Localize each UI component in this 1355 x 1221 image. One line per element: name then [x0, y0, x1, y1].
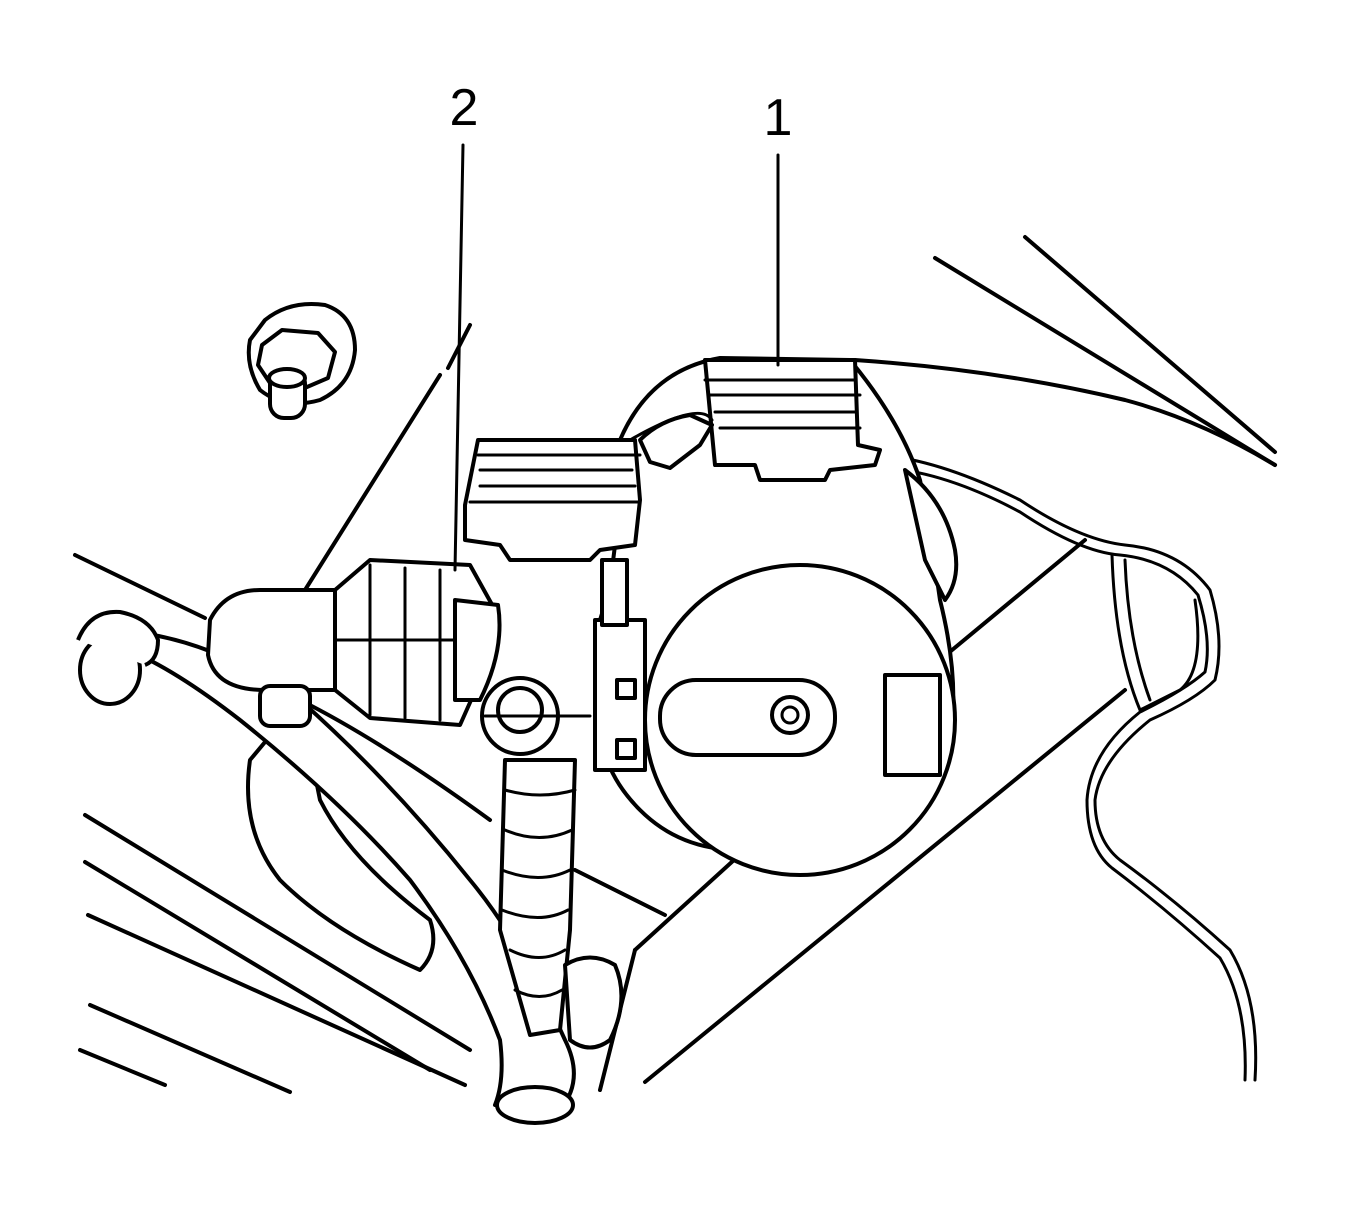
background-panel [853, 235, 1277, 467]
main-hose [76, 609, 576, 1125]
callout-label-1: 1 [763, 89, 793, 147]
hose-side-connector [463, 438, 642, 562]
mounting-stud [246, 302, 357, 420]
leader-line-2 [453, 143, 465, 572]
hose-connector [206, 558, 592, 756]
actuator-connector [628, 358, 882, 482]
actuator-body [593, 356, 959, 877]
callout-leaders [453, 143, 780, 572]
callout-label-2: 2 [449, 79, 479, 137]
mounting-bracket [598, 538, 1127, 1092]
wiring-harness [878, 453, 1258, 1082]
lower-wire-loom [498, 758, 624, 1050]
